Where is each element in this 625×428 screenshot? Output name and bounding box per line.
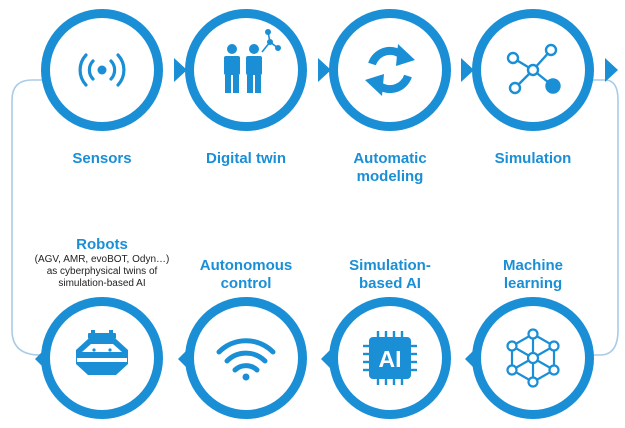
label-digital-twin-line-1: Digital twin	[206, 150, 286, 167]
label-simulation-based-ai: Simulation- based AI	[330, 257, 450, 293]
node-sensors	[41, 9, 163, 131]
label-simulation: Simulation	[473, 150, 593, 168]
twin-people-icon	[224, 29, 281, 93]
refresh-arrows-icon	[365, 44, 415, 96]
svg-text:AI: AI	[379, 346, 402, 372]
robots-description-line-2: as cyberphysical twins of	[46, 266, 158, 277]
label-sensors-line-1: Sensors	[72, 150, 132, 167]
label-machine-learning-line-2: learning	[503, 275, 563, 292]
label-robots-line-1: Robots	[76, 236, 128, 253]
loop-connector-left	[11, 79, 60, 356]
sensor-waves-icon	[78, 53, 126, 87]
label-sensors: Sensors	[47, 150, 157, 168]
label-machine-learning: Machine learning	[473, 257, 593, 293]
robots-description-line-1: (AGV, AMR, evoBOT, Odyn…)	[34, 254, 170, 265]
robots-description: (AGV, AMR, evoBOT, Odyn…) as cyberphysic…	[14, 254, 190, 290]
label-automatic-modeling: Automatic modeling	[330, 150, 450, 186]
label-autonomous-control: Autonomous control	[186, 257, 306, 293]
label-simulation-based-ai-line-2: based AI	[359, 275, 421, 292]
node-autonomous-control	[185, 297, 307, 419]
loop-connector-right	[560, 79, 619, 356]
label-autonomous-control-line-2: control	[220, 275, 272, 292]
label-automatic-modeling-line-1: Automatic	[353, 150, 427, 167]
wifi-icon	[216, 338, 276, 381]
arrow-right-4	[605, 58, 618, 82]
node-robots	[41, 297, 163, 419]
label-simulation-based-ai-line-1: Simulation-	[349, 257, 431, 274]
arrow-right-2	[318, 58, 331, 82]
label-robots: Robots	[47, 236, 157, 254]
node-simulation	[472, 9, 594, 131]
label-machine-learning-line-1: Machine	[502, 257, 563, 274]
node-simulation-based-ai: AI	[329, 297, 451, 419]
label-simulation-line-1: Simulation	[494, 150, 572, 167]
node-machine-learning	[472, 297, 594, 419]
robot-icon	[76, 330, 128, 375]
network-nodes-icon	[506, 43, 561, 95]
ai-chip-icon: AI	[363, 331, 417, 385]
label-digital-twin: Digital twin	[186, 150, 306, 168]
node-automatic-modeling	[329, 9, 451, 131]
label-autonomous-control-line-1: Autonomous	[199, 257, 293, 274]
label-automatic-modeling-line-2: modeling	[356, 168, 424, 185]
node-digital-twin	[185, 9, 307, 131]
arrow-right-1	[174, 58, 187, 82]
arrow-right-3	[461, 58, 474, 82]
neural-network-icon	[506, 328, 560, 388]
robots-description-line-3: simulation-based AI	[58, 278, 146, 289]
